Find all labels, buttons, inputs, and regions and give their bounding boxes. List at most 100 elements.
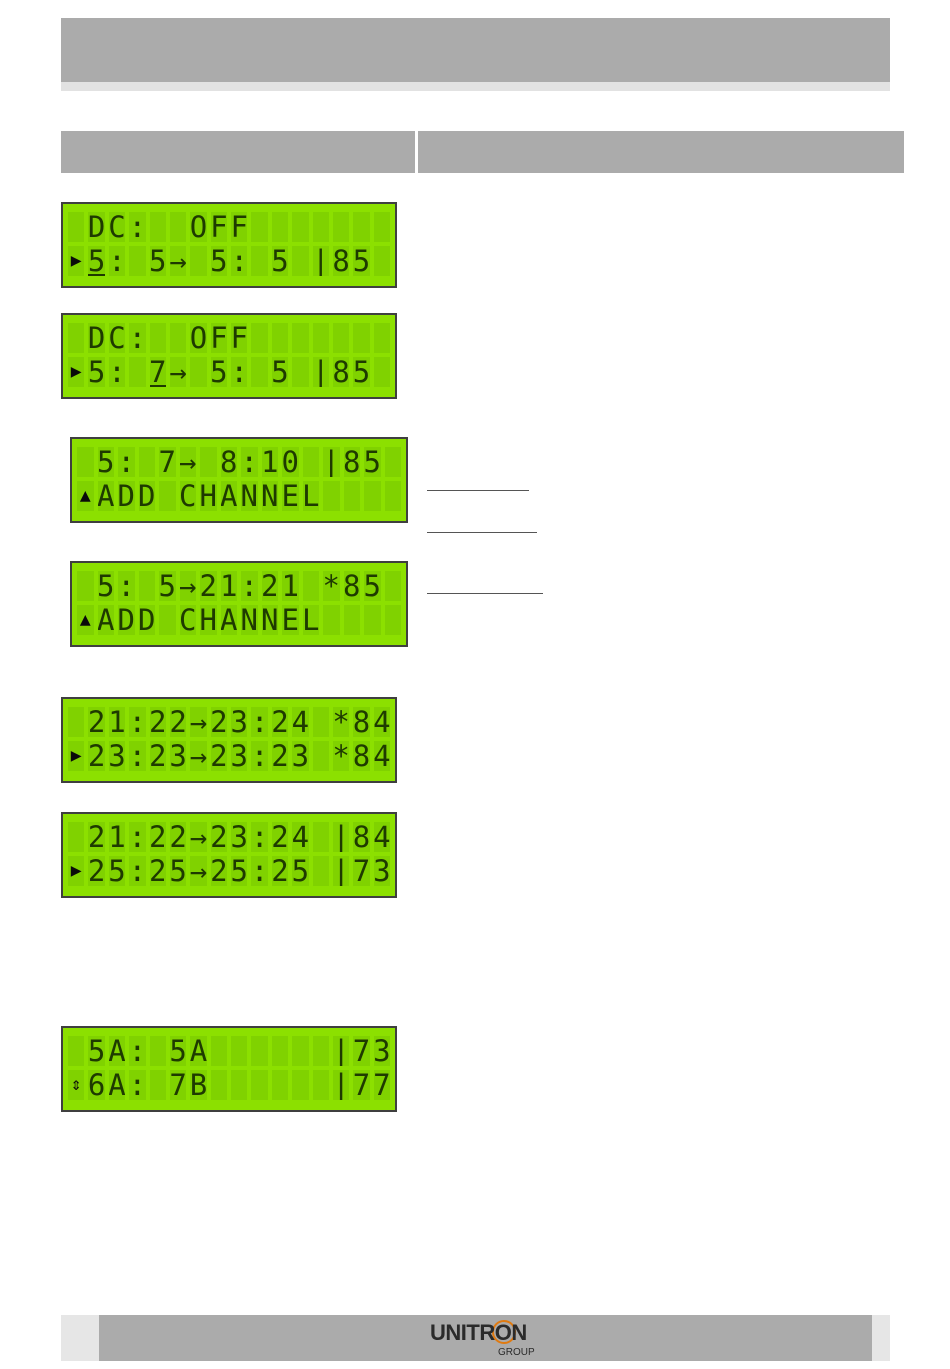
lcd-char <box>159 481 176 511</box>
lcd-char: 5 <box>88 357 105 387</box>
lcd-char: : <box>241 447 258 477</box>
lcd-char: 8 <box>353 741 370 771</box>
lcd-char: : <box>108 246 126 276</box>
lcd-char <box>302 571 319 601</box>
lcd-char: 1 <box>108 822 126 852</box>
lcd-char: 2 <box>149 856 166 886</box>
lcd-char <box>312 822 329 852</box>
lcd-char: 5 <box>210 246 227 276</box>
lcd-char: 2 <box>88 822 105 852</box>
lcd-char <box>292 246 309 276</box>
lcd-char: 2 <box>210 856 227 886</box>
lcd-char: F <box>210 323 227 353</box>
lcd-char <box>292 1070 309 1100</box>
lcd-char: | <box>332 1070 350 1100</box>
lcd-char: 2 <box>149 741 166 771</box>
lcd-char: 1 <box>261 447 278 477</box>
lcd-char: ▲ <box>77 605 94 635</box>
lcd-char <box>159 605 176 635</box>
lcd-char: E <box>282 605 299 635</box>
lcd-char <box>271 212 289 242</box>
lcd-char: D <box>118 481 135 511</box>
lcd-char: 5 <box>271 357 289 387</box>
lcd-char: 2 <box>169 707 187 737</box>
lcd-char <box>149 212 166 242</box>
lcd-char: C <box>179 605 196 635</box>
lcd-char <box>231 1036 248 1066</box>
lcd-char <box>77 447 94 477</box>
lcd-char: 2 <box>210 822 227 852</box>
lcd-char: 3 <box>231 741 248 771</box>
lcd-char: → <box>169 357 187 387</box>
lcd-char <box>68 323 85 353</box>
lcd-char: 3 <box>169 741 187 771</box>
lcd-char: 3 <box>292 741 309 771</box>
lcd-char: A <box>220 605 237 635</box>
lcd-char: 2 <box>88 741 105 771</box>
lcd-char: 3 <box>373 1036 390 1066</box>
lcd-char: : <box>129 822 146 852</box>
lcd-char: → <box>190 856 207 886</box>
lcd-char: H <box>200 605 217 635</box>
lcd-char <box>312 856 329 886</box>
lcd-char: 2 <box>169 822 187 852</box>
lcd-char: A <box>190 1036 207 1066</box>
lcd-char <box>343 481 360 511</box>
lcd-char <box>384 605 401 635</box>
lcd-char: 7 <box>159 447 176 477</box>
lcd-char: → <box>190 707 207 737</box>
lcd-char: : <box>118 571 135 601</box>
lcd-char <box>312 323 329 353</box>
column-header-right <box>418 131 904 173</box>
lcd-char: 4 <box>373 707 390 737</box>
logo-subtext: GROUP <box>498 1347 535 1358</box>
lcd-char: | <box>312 246 329 276</box>
lcd-char: A <box>220 481 237 511</box>
lcd-char: : <box>231 246 248 276</box>
lcd-char: 2 <box>88 856 105 886</box>
lcd-char <box>251 357 268 387</box>
lcd-char <box>312 707 329 737</box>
lcd-char: C <box>108 212 126 242</box>
lcd-char: : <box>129 1036 146 1066</box>
lcd-char: 8 <box>343 571 360 601</box>
lcd-char: 5 <box>97 447 114 477</box>
lcd-char <box>210 1070 227 1100</box>
lcd-char: C <box>179 481 196 511</box>
lcd-char <box>138 447 155 477</box>
lcd-char: 3 <box>108 741 126 771</box>
lcd-char: 5 <box>88 246 105 276</box>
lcd-char <box>384 571 401 601</box>
lcd-char: L <box>302 481 319 511</box>
lcd-char <box>373 212 390 242</box>
lcd-char: 4 <box>373 741 390 771</box>
lcd-char: 5 <box>364 447 381 477</box>
lcd-char: O <box>190 323 207 353</box>
lcd-char: 5 <box>292 856 309 886</box>
lcd-char: 5 <box>169 856 187 886</box>
lcd-char: 4 <box>292 822 309 852</box>
lcd-char: 2 <box>149 707 166 737</box>
lcd-char: 7 <box>353 856 370 886</box>
lcd-char: 8 <box>332 357 350 387</box>
lcd-char: 2 <box>261 571 278 601</box>
lcd-char: A <box>108 1036 126 1066</box>
lcd-char <box>312 1070 329 1100</box>
footer-left-block <box>61 1315 99 1361</box>
lcd-char: 4 <box>292 707 309 737</box>
lcd-char <box>271 1070 289 1100</box>
lcd-char: 5 <box>231 856 248 886</box>
link-underline-3 <box>427 593 543 594</box>
lcd-char: ▶ <box>68 246 85 276</box>
lcd-char <box>373 246 390 276</box>
